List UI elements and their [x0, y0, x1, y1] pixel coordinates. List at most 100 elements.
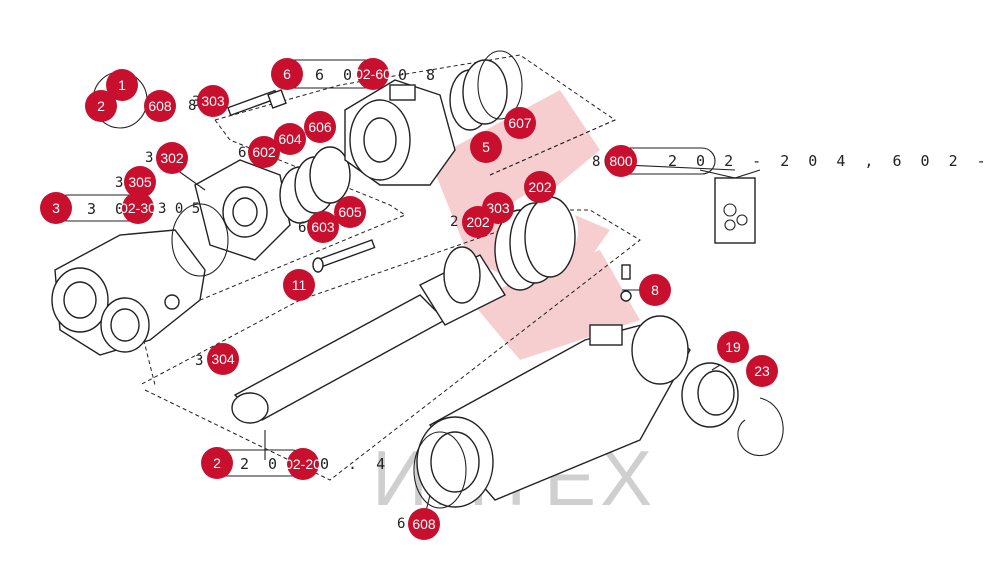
ref-3: 3 0 — [87, 200, 129, 218]
grease-fitting-part — [620, 264, 632, 302]
callout-label: 305 — [128, 174, 152, 190]
ref-608: 6 — [397, 516, 405, 532]
callout-circle — [408, 508, 440, 540]
callout-label: 304 — [211, 351, 235, 367]
ref-302: 3 — [145, 150, 153, 166]
callout-circle — [144, 90, 176, 122]
callout-label: 8 — [651, 282, 659, 298]
callout-label: 02-20 — [285, 456, 321, 472]
callout-circle — [283, 269, 315, 301]
callout-circle — [304, 111, 336, 143]
piston-rod-part — [231, 246, 507, 424]
callout-label: 2 — [97, 98, 105, 114]
callout-badge-c605[interactable]: 605 — [334, 196, 366, 228]
bearing-part — [681, 362, 739, 428]
callout-label: 606 — [308, 119, 332, 135]
hex-nut-part — [194, 159, 291, 261]
callout-badge-c604[interactable]: 604 — [274, 123, 306, 155]
callout-circle — [307, 211, 339, 243]
callout-circle — [122, 192, 154, 224]
callout-label: 19 — [725, 339, 741, 355]
seal-kit-icon — [699, 169, 761, 244]
callout-badge-c304[interactable]: 304 — [207, 343, 239, 375]
callout-circle — [287, 448, 319, 480]
callout-circle — [274, 123, 306, 155]
callout-badge-c2b[interactable]: 2 — [201, 447, 233, 479]
callout-badge-c23[interactable]: 23 — [746, 355, 778, 387]
callout-badge-c608a[interactable]: 608 — [144, 90, 176, 122]
callout-circle — [271, 58, 303, 90]
callout-circle — [357, 58, 389, 90]
callout-badge-c8[interactable]: 8 — [639, 274, 671, 306]
callout-circle — [156, 142, 188, 174]
callout-circle — [639, 274, 671, 306]
cylinder-head-part — [344, 79, 456, 186]
rod-eye-part — [51, 229, 206, 356]
callout-label: 800 — [609, 153, 633, 169]
callout-badge-c11[interactable]: 11 — [283, 269, 315, 301]
bolt-part — [227, 89, 287, 117]
callout-badge-c302b[interactable]: 02-30 — [120, 192, 156, 224]
callout-badge-c607[interactable]: 607 — [504, 107, 536, 139]
callout-label: 605 — [338, 204, 362, 220]
callout-label: 2 — [213, 455, 221, 471]
callout-circle — [717, 331, 749, 363]
ref-800: 2 0 2 - 2 0 4 , 6 0 2 - 6 0 8 — [668, 152, 1000, 170]
circlip-part — [737, 397, 784, 456]
callout-badge-c800[interactable]: 800 — [605, 145, 637, 177]
callout-badge-c2a[interactable]: 2 — [85, 90, 117, 122]
callout-label: 02-60 — [355, 66, 391, 82]
callout-label: 1 — [118, 77, 126, 93]
callout-badge-c302[interactable]: 302 — [156, 142, 188, 174]
callout-badge-c602[interactable]: 602 — [248, 136, 280, 168]
callout-label: 302 — [160, 150, 184, 166]
callout-label: 303 — [486, 200, 510, 216]
callout-badge-c608b[interactable]: 608 — [408, 508, 440, 540]
callout-badge-c603[interactable]: 603 — [307, 211, 339, 243]
callout-circle — [504, 107, 536, 139]
reference-texts: 8 3 6 0 0 8 6 3 3 3 0 3 0 5 6 2 8 2 0 2 … — [87, 66, 1000, 532]
callout-circle — [197, 85, 229, 117]
callout-badge-c6[interactable]: 6 — [271, 58, 303, 90]
callout-badge-c5[interactable]: 5 — [470, 131, 502, 163]
callout-circle — [124, 166, 156, 198]
callout-badge-c202a[interactable]: 202 — [524, 171, 556, 203]
ref-603: 6 — [298, 220, 306, 236]
ref-304: 3 — [195, 353, 203, 369]
callout-circle — [201, 447, 233, 479]
callout-badge-c303[interactable]: 303 — [197, 85, 229, 117]
callout-label: 02-30 — [120, 200, 156, 216]
ref-303: 3 — [192, 94, 200, 110]
callout-label: 608 — [148, 98, 172, 114]
callout-label: 23 — [754, 363, 770, 379]
callout-badge-c305[interactable]: 305 — [124, 166, 156, 198]
callout-circle — [85, 90, 117, 122]
callout-circle — [207, 343, 239, 375]
ref-602: 6 — [238, 145, 246, 161]
ref-6: 6 0 — [315, 66, 357, 84]
callout-badge-c19[interactable]: 19 — [717, 331, 749, 363]
callout-label: 202 — [466, 214, 490, 230]
ref-6b: 0 8 — [398, 66, 440, 84]
callout-badge-c202b[interactable]: 202 — [462, 206, 494, 238]
callout-label: 11 — [292, 277, 307, 293]
callout-badge-c202c[interactable]: 02-20 — [285, 448, 321, 480]
piston-ring-stack-part — [494, 196, 576, 291]
callout-badge-c606[interactable]: 606 — [304, 111, 336, 143]
callout-label: 608 — [412, 516, 436, 532]
callout-circle — [746, 355, 778, 387]
ref-800a: 8 — [592, 154, 600, 170]
callout-label: 6 — [283, 66, 291, 82]
callout-label: 3 — [52, 200, 60, 216]
callout-label: 603 — [311, 219, 335, 235]
callout-circle — [470, 131, 502, 163]
callout-badge-c3[interactable]: 3 — [40, 192, 72, 224]
callout-circle — [462, 206, 494, 238]
callout-circle — [334, 196, 366, 228]
top-ring-stack-part — [449, 50, 523, 131]
callout-badge-c602b[interactable]: 02-60 — [355, 58, 391, 90]
ref-2b: 2 0 — [240, 455, 282, 473]
callout-label: 607 — [508, 115, 532, 131]
callout-badge-c1[interactable]: 1 — [106, 69, 138, 101]
